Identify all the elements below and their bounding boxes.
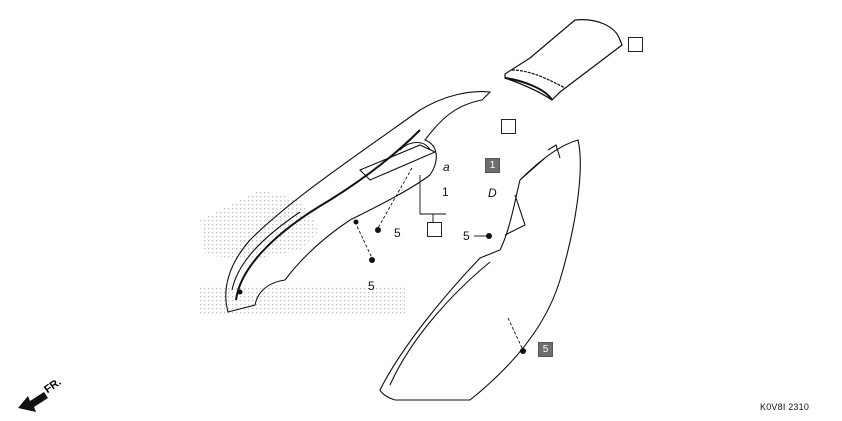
callout-screw-5-a: 5 xyxy=(394,226,401,240)
right-side-cover xyxy=(379,139,581,401)
callout-part-1: 1 xyxy=(442,185,449,199)
watermark-logo xyxy=(200,190,405,315)
ref-box-upper xyxy=(501,119,516,134)
ref-box-part-1 xyxy=(427,222,442,237)
badge-screw-5: 5 xyxy=(538,342,553,357)
callout-screw-5-b: 5 xyxy=(368,279,375,293)
diagram-code: K0V8I 2310 xyxy=(760,402,810,412)
badge-part-1: 1 xyxy=(485,158,500,173)
seat-cowl xyxy=(504,19,623,101)
left-side-cover xyxy=(225,91,492,313)
mark-a: a xyxy=(443,160,450,174)
ref-box-seat-cowl xyxy=(628,37,643,52)
mark-b: D xyxy=(488,186,497,200)
screws xyxy=(237,219,526,354)
callout-screw-5-c: 5 xyxy=(463,229,470,243)
leader-lines xyxy=(354,167,523,349)
front-arrow-icon xyxy=(18,392,48,412)
